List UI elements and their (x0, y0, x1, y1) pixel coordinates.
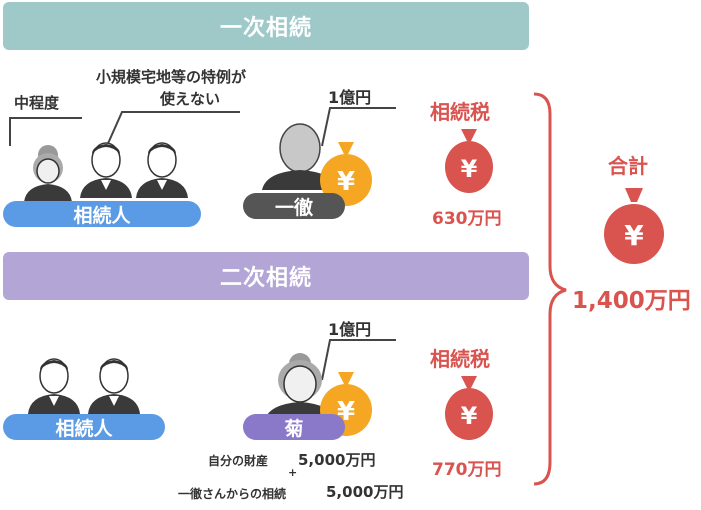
total-amount: 1,400万円 (572, 288, 691, 314)
elderly-woman-icon (264, 353, 336, 422)
first-tax-amount: 630万円 (432, 209, 502, 229)
man-worried-icon (28, 358, 80, 414)
first-heirs-label: 相続人 (3, 201, 201, 227)
total-brace (533, 92, 567, 486)
svg-text:¥: ¥ (337, 167, 355, 197)
man-icon (136, 142, 188, 198)
second-asset-amount: 1億円 (328, 320, 372, 339)
svg-text:¥: ¥ (624, 219, 644, 252)
inherited-amount: 5,000万円 (326, 483, 404, 501)
second-tax-label: 相続税 (430, 347, 490, 371)
first-inheritance-banner: 一次相続 (3, 2, 529, 50)
total-bag-icon: ¥ (604, 188, 664, 264)
first-asset-amount: 1億円 (328, 88, 372, 107)
elderly-woman-icon (24, 145, 72, 202)
elderly-man-icon (262, 123, 338, 190)
ittetsu-label: 一徹 (243, 193, 345, 219)
inherited-label: 一徹さんからの相続 (178, 487, 287, 501)
second-heirs-label: 相続人 (3, 414, 165, 440)
own-assets-label: 自分の財産 (208, 454, 269, 468)
kiku-label: 菊 (243, 414, 345, 440)
man-icon (88, 358, 140, 414)
note-special-line2: 使えない (160, 90, 221, 108)
tax-bag-icon: ¥ (445, 376, 493, 440)
svg-text:¥: ¥ (461, 155, 478, 183)
svg-text:¥: ¥ (461, 402, 478, 430)
plus-sign: + (288, 466, 298, 479)
second-tax-amount: 770万円 (432, 460, 502, 480)
man-worried-icon (80, 142, 132, 198)
own-assets-amount: 5,000万円 (298, 451, 376, 469)
tax-bag-icon: ¥ (445, 129, 493, 193)
note-special-line1: 小規模宅地等の特例が (96, 68, 247, 86)
second-inheritance-banner: 二次相続 (3, 252, 529, 300)
total-label: 合計 (608, 154, 648, 178)
note-degree: 中程度 (14, 94, 60, 112)
first-tax-label: 相続税 (430, 100, 490, 124)
